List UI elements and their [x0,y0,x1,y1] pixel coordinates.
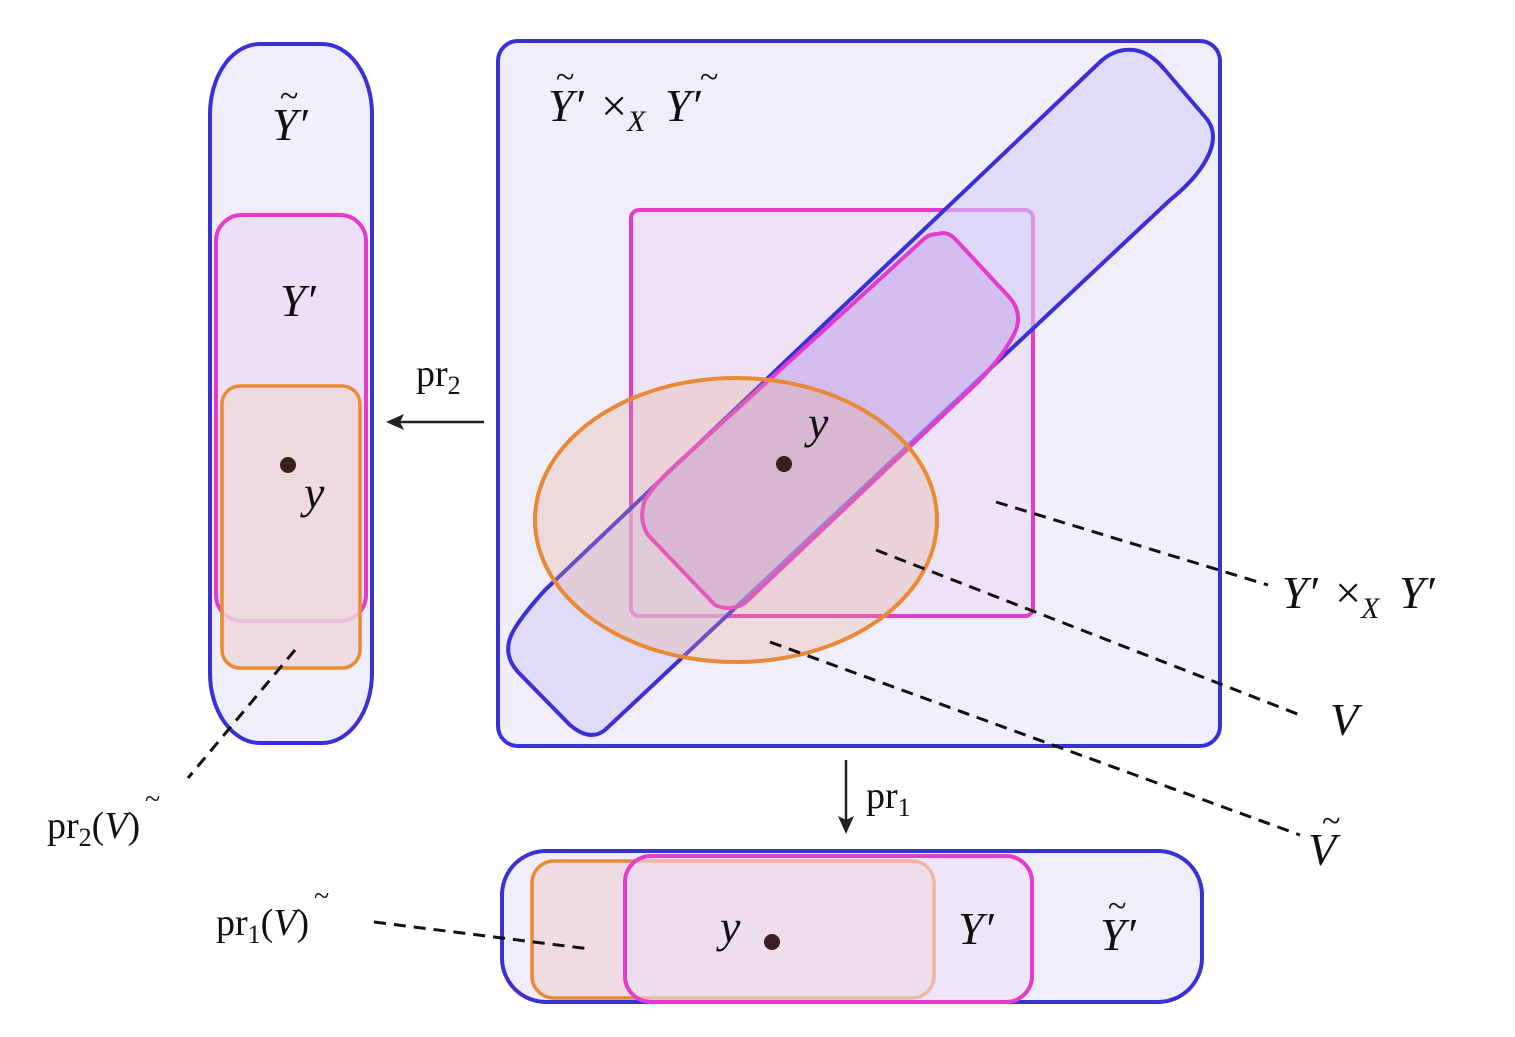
pr2-v-tilde: ~ [145,784,160,815]
pr1-v-label: pr1(V) [216,902,309,949]
pr1-v-tilde: ~ [314,881,329,912]
v-tilde-label: V [1308,824,1341,875]
left-ytilde-tilde: ~ [280,78,298,115]
bottom-ytilde-label: Y′ [1100,909,1137,960]
v-tilde-ellipse [533,376,939,664]
leader-v [875,548,1301,717]
bottom-y-label: y [716,901,741,952]
leader-yxy [995,500,1269,587]
bottom-panel: y Y′ Y′ ~ [500,849,1204,1004]
left-yprime-label: Y′ [280,275,317,326]
left-y-point [280,457,296,473]
pr1-arrow: pr1 [838,760,911,834]
product-panel: Y′ ×X Y′ ~ ~ y [496,39,1222,748]
left-pr2-v-region [220,384,362,670]
center-y-point [776,456,792,472]
left-panel: Y′ ~ Y′ y [208,42,374,745]
pr1-arrow-label: pr1 [866,775,911,822]
yxy-label: Y′ ×X Y′ [1282,567,1436,628]
bottom-ytilde-tilde: ~ [1108,888,1126,925]
center-y-label: y [804,397,829,448]
diagonal-band-yprime [640,231,1020,610]
left-ytilde-label: Y′ [272,99,309,150]
product-title: Y′ ×X Y′ [548,80,702,141]
pr2-arrow: pr2 [386,353,484,430]
bottom-yprime-region [623,854,1034,1004]
product-title-tilde-1: ~ [556,59,574,96]
product-title-tilde-2: ~ [700,59,718,96]
leader-lines [186,500,1301,951]
pr2-arrow-label: pr2 [416,353,461,400]
leader-pr2-v [186,649,297,779]
v-tilde-label-tilde: ~ [1322,803,1340,840]
bottom-yprime-label: Y′ [958,903,995,954]
pr2-v-label: pr2(V) [47,805,140,852]
left-y-label: y [300,467,325,518]
bottom-y-point [764,934,780,950]
leader-pr1-v [373,920,591,951]
leader-vtilde [769,640,1301,837]
v-label: V [1330,694,1363,745]
